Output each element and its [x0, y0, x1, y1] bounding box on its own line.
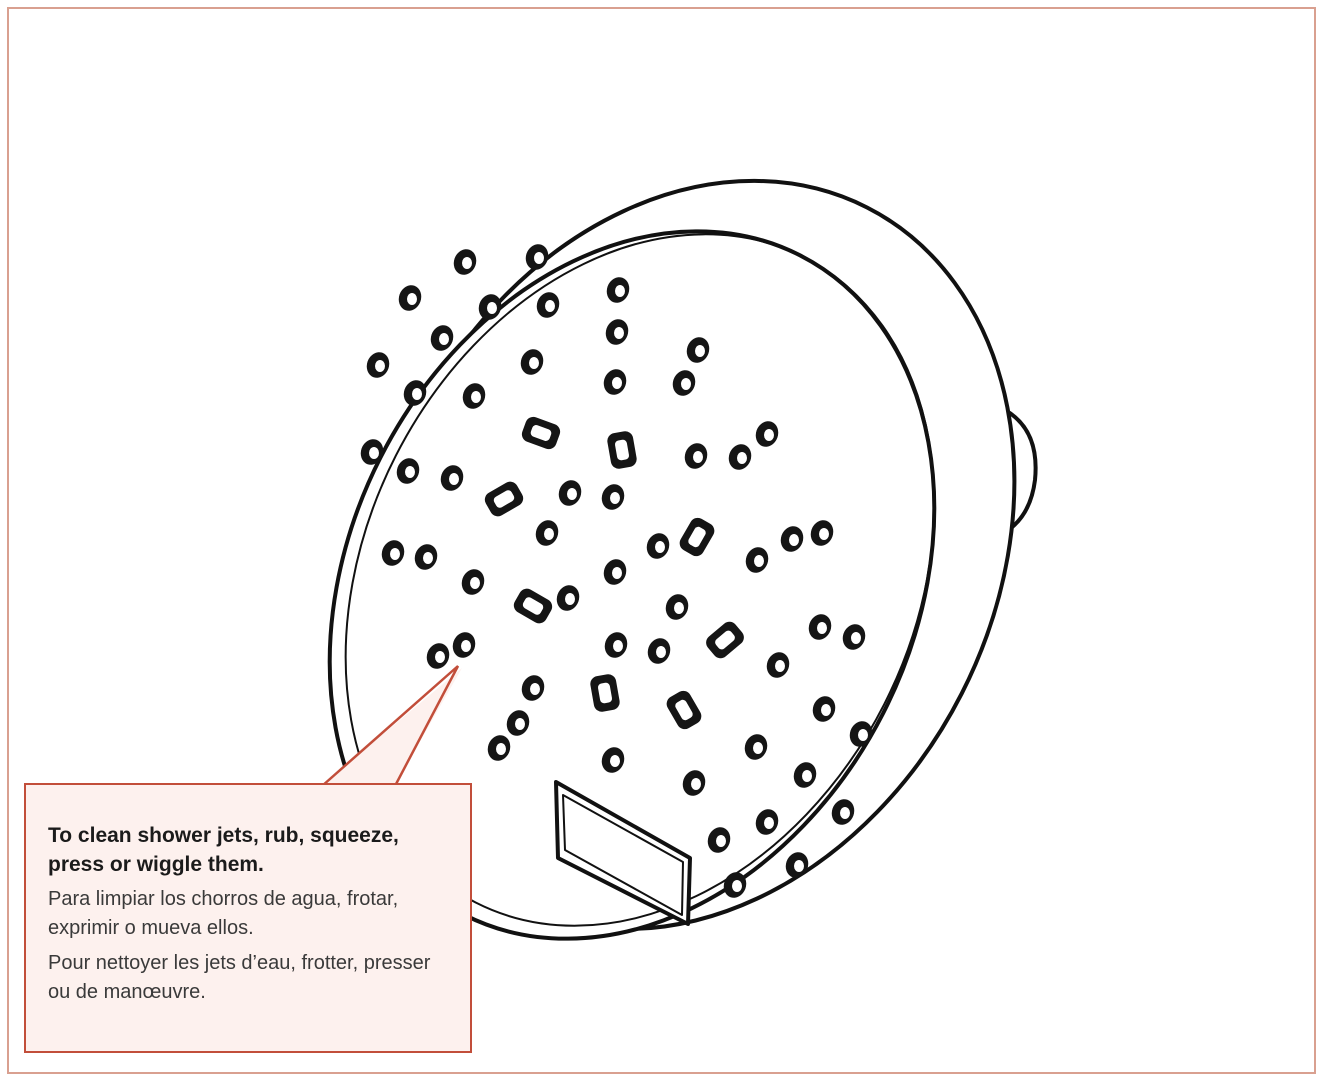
cleaning-instructions-callout: To clean shower jets, rub, squeeze, pres… — [24, 783, 472, 1053]
diagram-frame — [7, 7, 1316, 1074]
spray-jet-opening — [851, 632, 861, 644]
spray-jet-opening — [695, 345, 705, 357]
spray-jet-opening — [674, 602, 684, 614]
spray-jet-opening — [435, 651, 445, 663]
spray-jet-opening — [545, 300, 555, 312]
spray-jet-opening — [470, 577, 480, 589]
spray-jet-opening — [655, 541, 665, 553]
spray-jet-opening — [614, 327, 624, 339]
instruction-french: Pour nettoyer les jets d’eau, frotter, p… — [48, 952, 431, 1003]
spray-jet-opening — [794, 860, 804, 872]
spray-jet-oblong-opening — [493, 490, 515, 508]
spray-jet-opening — [610, 492, 620, 504]
spray-jet-opening — [369, 447, 379, 459]
spray-jet-opening — [407, 293, 417, 305]
spray-jet-opening — [693, 451, 703, 463]
spray-jet-opening — [681, 378, 691, 390]
spray-jet-opening — [789, 534, 799, 546]
spray-jet-opening — [753, 742, 763, 754]
spray-jet-opening — [610, 755, 620, 767]
shower-head-tab — [554, 780, 692, 926]
spray-jet-opening — [764, 429, 774, 441]
spray-jet-opening — [567, 488, 577, 500]
spray-jet-opening — [817, 622, 827, 634]
spray-jet-oblong-opening — [522, 597, 544, 615]
instruction-spanish: Para limpiar los chorros de agua, frotar… — [48, 888, 399, 939]
spray-jet-opening — [754, 555, 764, 567]
spray-jet-oblong-opening — [675, 699, 693, 721]
spray-jet-oblong-opening — [614, 439, 630, 461]
spray-jet-opening — [449, 473, 459, 485]
spray-jet-opening — [716, 835, 726, 847]
spray-jet-opening — [737, 452, 747, 464]
instruction-english: To clean shower jets, rub, squeeze, pres… — [48, 824, 399, 876]
spray-jet-opening — [565, 593, 575, 605]
spray-jet-opening — [858, 729, 868, 741]
spray-jet-opening — [530, 683, 540, 695]
spray-jet-opening — [462, 257, 472, 269]
spray-jet-oblong-opening — [597, 682, 613, 704]
spray-jet-opening — [405, 466, 415, 478]
spray-jet-opening — [819, 528, 829, 540]
spray-jet-opening — [534, 252, 544, 264]
spray-jet-opening — [461, 640, 471, 652]
spray-jet-opening — [691, 778, 701, 790]
spray-jet-opening — [802, 770, 812, 782]
spray-jet-opening — [821, 704, 831, 716]
spray-jet-opening — [544, 528, 554, 540]
spray-jet-opening — [613, 640, 623, 652]
spray-jet-opening — [764, 817, 774, 829]
spray-jet-opening — [612, 377, 622, 389]
spray-jet-opening — [412, 388, 422, 400]
spray-jet-opening — [439, 333, 449, 345]
spray-jet-opening — [515, 718, 525, 730]
spray-jet-opening — [775, 660, 785, 672]
spray-jet-opening — [732, 880, 742, 892]
spray-jet-oblong-opening — [688, 526, 706, 548]
spray-jet-opening — [529, 357, 539, 369]
spray-jet-opening — [656, 646, 666, 658]
spray-jet-opening — [487, 302, 497, 314]
shower-head-rim-line — [344, 233, 936, 927]
spray-jet-opening — [840, 807, 850, 819]
spray-jet-opening — [423, 552, 433, 564]
spray-jet-opening — [615, 285, 625, 297]
spray-jet-opening — [612, 567, 622, 579]
callout-pointer — [321, 665, 462, 787]
spray-jet-opening — [390, 548, 400, 560]
spray-jet-oblong-opening — [530, 425, 552, 441]
spray-jet-opening — [375, 360, 385, 372]
spray-jet-opening — [496, 743, 506, 755]
spray-jet-oblong-opening — [715, 630, 735, 650]
spray-jet-opening — [471, 391, 481, 403]
spray-jets-group — [360, 244, 873, 898]
